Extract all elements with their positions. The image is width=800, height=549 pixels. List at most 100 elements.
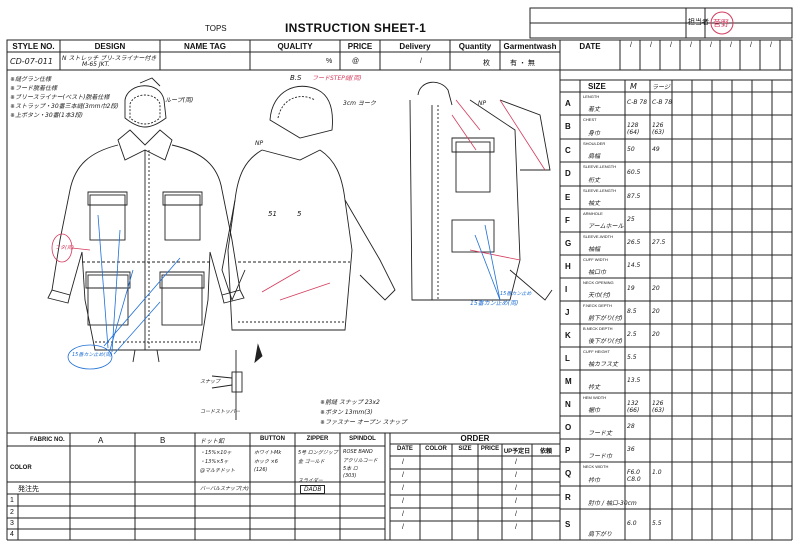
size-row-value: 8.5: [627, 307, 637, 315]
date-slash-4: /: [690, 42, 692, 49]
zipper-box: DADB: [300, 485, 326, 494]
order-row-4-up: /: [515, 498, 517, 505]
size-row-jp: 袖カフス丈: [588, 361, 619, 368]
size-row-letter: S: [565, 519, 571, 529]
fabric-col-b: B: [160, 436, 166, 445]
size-row-jp: 肩下がり: [588, 531, 613, 538]
button-line-3: (126): [254, 467, 268, 473]
size-row-letter: K: [565, 330, 571, 340]
size-row-jp: 肘巾 / 袖口-30cm: [588, 500, 637, 507]
size-row-value: 5.5: [652, 519, 662, 527]
color-label: COLOR: [10, 465, 32, 471]
fabric-no-label: FABRIC NO.: [30, 437, 65, 443]
cuff-line-1: ・15%×10ヶ: [200, 450, 232, 456]
side-label: スナップ: [200, 379, 221, 385]
size-row-value: 128 (64): [627, 122, 640, 136]
order-header: ORDER: [460, 434, 490, 443]
design-header: DESIGN: [94, 42, 126, 51]
size-row-jp: フード丈: [588, 430, 613, 437]
size-row-jp: 衿巾: [588, 477, 601, 484]
row-number-4: 4: [10, 531, 14, 538]
size-row-label: CUFF WIDTH: [583, 257, 608, 262]
size-row-value: 87.5: [627, 192, 641, 200]
button-header: BUTTON: [260, 436, 285, 442]
size-row-jp: 身巾: [588, 130, 601, 137]
size-row-value: 27.5: [652, 238, 666, 246]
size-row-value: 26.5: [627, 238, 641, 246]
order-row-4-slash: /: [402, 498, 404, 505]
spindol-header: SPINDOL: [349, 436, 376, 442]
hacchusaki-label: 発注先: [18, 486, 39, 493]
size-row-jp: 袖口巾: [588, 269, 607, 276]
button-line-2: ホック ×6: [254, 459, 278, 465]
price-at: @: [352, 58, 360, 65]
delivery-slash: /: [420, 58, 422, 65]
size-row-jp: 天巾(付): [588, 292, 611, 299]
quality-percent: %: [326, 58, 333, 65]
size-m: M: [630, 82, 637, 91]
size-row-value: 36: [627, 445, 635, 453]
size-row-value: 20: [652, 284, 660, 292]
size-row-jp: フード巾: [588, 453, 613, 460]
size-row-letter: M: [565, 376, 572, 386]
size-row-jp: 袖幅: [588, 246, 601, 253]
order-date-header: DATE: [397, 446, 413, 452]
style-no-header: STYLE NO.: [12, 42, 55, 51]
size-row-letter: E: [565, 192, 571, 202]
zipper-slider: スライダー: [298, 478, 323, 484]
date-slash-8: /: [770, 42, 772, 49]
size-row-letter: G: [565, 238, 572, 248]
size-row-label: SLEEVE-LENGTH: [583, 164, 617, 169]
size-row-value: 28: [627, 422, 635, 430]
np-front-label: NP: [255, 140, 264, 147]
size-row-letter: A: [565, 98, 571, 108]
detail-cable-note: コードストッパー: [200, 409, 241, 415]
name-tag-header: NAME TAG: [183, 42, 227, 51]
size-row-value: 20: [652, 307, 660, 315]
row-number-3: 3: [10, 520, 14, 527]
size-row-jp: アームホール: [588, 223, 624, 230]
fabric-col-a: A: [98, 436, 104, 445]
size-row-value: 19: [627, 284, 635, 292]
order-row-1-up: /: [515, 459, 517, 466]
size-row-letter: I: [565, 284, 568, 294]
hood-note: ループ(両): [165, 97, 194, 104]
size-row-letter: R: [565, 492, 571, 502]
detail-blue-circle-note: 15番カン止め: [500, 291, 532, 297]
size-row-letter: B: [565, 122, 571, 131]
note-1: ※縫グラン仕様: [10, 76, 52, 83]
order-row-2-up: /: [515, 472, 517, 479]
order-price-header: PRICE: [480, 446, 500, 452]
size-row-value: 1.0: [652, 469, 662, 476]
spindol-line-4: (303): [343, 473, 357, 479]
size-row-letter: L: [565, 353, 570, 363]
order-row-1-slash: /: [402, 459, 404, 466]
np-back-label: NP: [478, 100, 487, 107]
size-row-value: 49: [652, 145, 660, 153]
date-slash-6: /: [730, 42, 732, 49]
size-row-letter: J: [565, 307, 570, 317]
date-header: DATE: [579, 42, 601, 51]
row-number-2: 2: [10, 509, 14, 516]
size-row-label: B.NECK DEPTH: [583, 326, 613, 331]
side-detail-sketch: [211, 350, 243, 420]
back-jacket-sketch: [221, 85, 396, 364]
size-row-label: LENGTH: [583, 94, 600, 99]
spindol-line-1: ROSE BAND: [343, 449, 373, 455]
date-slash-5: /: [710, 42, 712, 49]
red-front-note: フタ(両): [55, 245, 74, 251]
quantity-unit: 枚: [483, 60, 490, 67]
size-row-label: CUFF HEIGHT: [583, 349, 610, 354]
front-jacket-sketch: [47, 77, 245, 363]
date-slash-1: /: [630, 42, 632, 49]
approval-stamp: [710, 11, 734, 35]
order-row-5-up: /: [515, 511, 517, 518]
size-row-label: ARMHOLE: [583, 211, 603, 216]
size-row-jp: 袖丈: [588, 200, 601, 207]
center-label-a: 51: [268, 210, 277, 218]
size-row-label: SHOULDER: [583, 141, 606, 146]
size-row-label: SLEEVE-LENGTH: [583, 188, 617, 193]
zipper-line-1: 5号 ロングジップ: [298, 450, 338, 456]
center-label-b: 5: [297, 210, 302, 218]
spindol-line-3: 5本 ロ: [343, 466, 358, 472]
